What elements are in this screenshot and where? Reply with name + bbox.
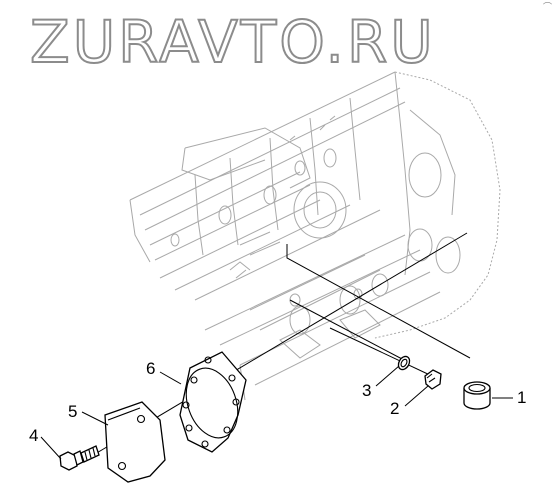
screw-plug-part	[424, 369, 442, 390]
callout-5: 5	[68, 402, 77, 421]
engine-block-ghost	[129, 71, 501, 401]
cover-plate-part	[104, 401, 166, 483]
o-ring-part	[397, 355, 411, 371]
callout-4: 4	[29, 426, 38, 445]
bolt-part	[59, 445, 100, 471]
callout-2: 2	[390, 399, 399, 418]
gasket-part	[179, 351, 247, 453]
callout-3: 3	[362, 381, 371, 400]
callout-1: 1	[517, 388, 526, 407]
callout-6: 6	[146, 359, 155, 378]
plug-part	[463, 381, 491, 410]
corner-mark: ⌒	[543, 2, 552, 13]
watermark-text: ZURAVTO.RU	[30, 8, 436, 76]
callout-leaders	[40, 365, 513, 460]
